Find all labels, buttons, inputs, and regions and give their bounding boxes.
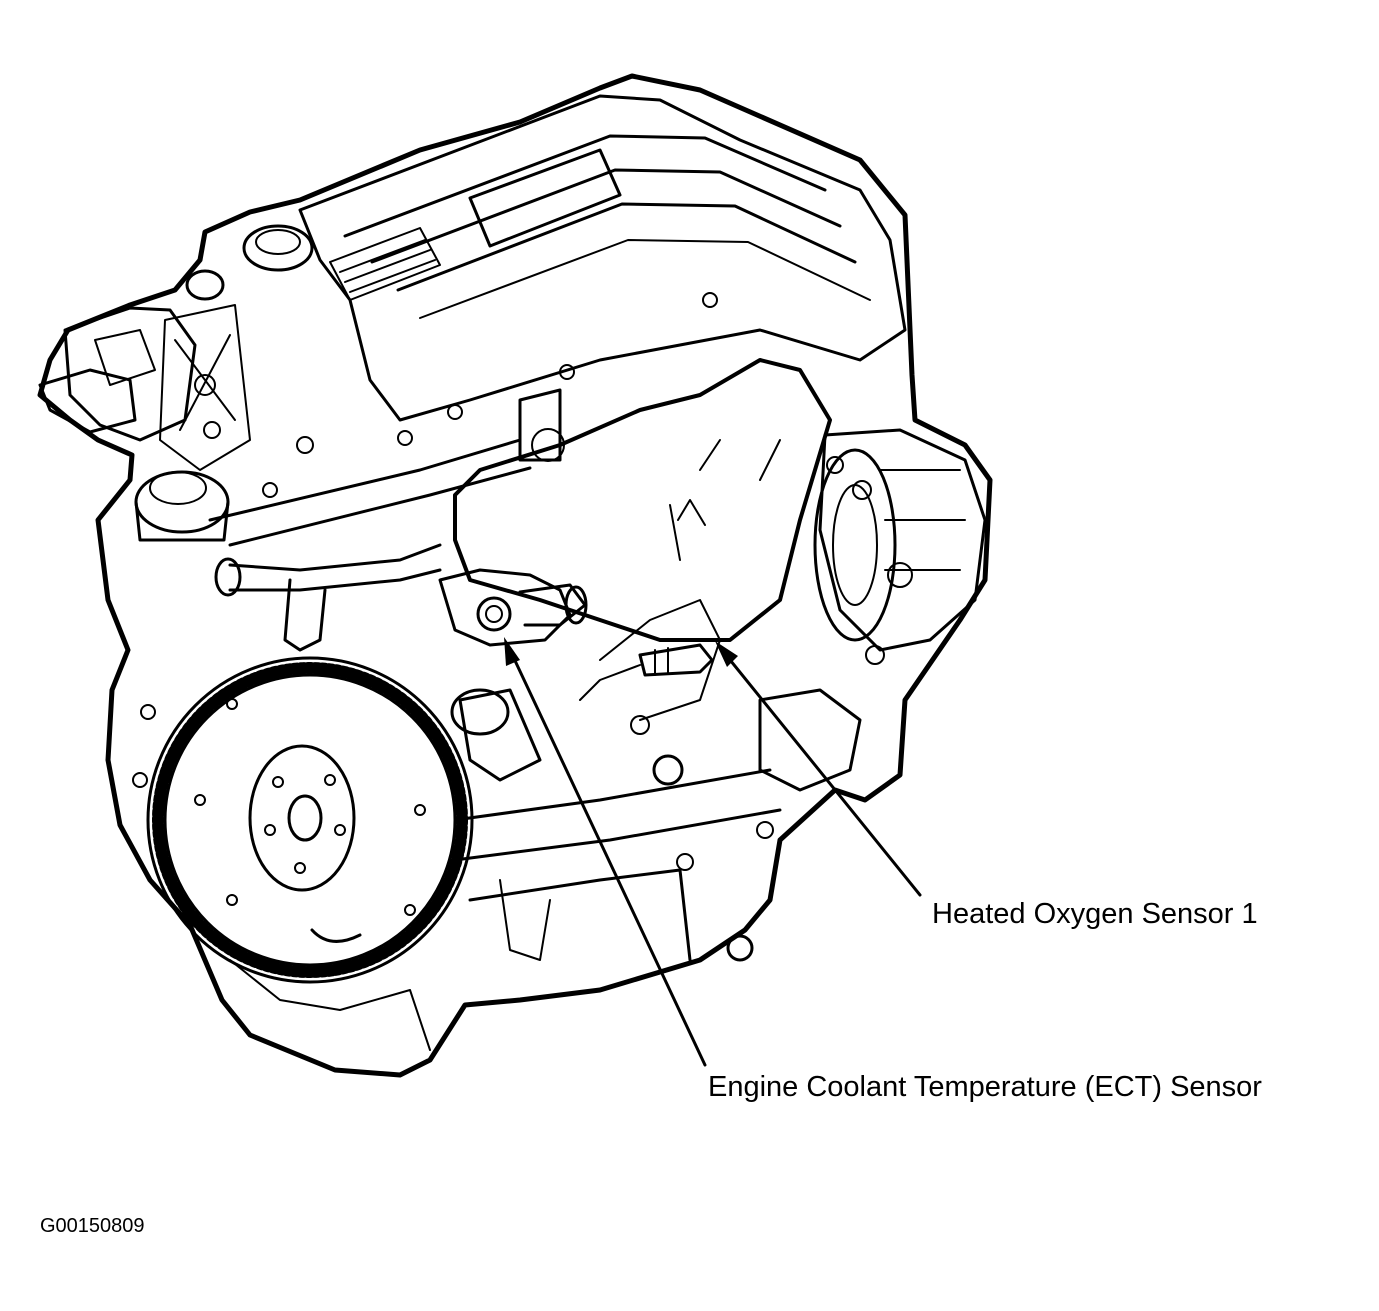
oil-filler-cap <box>185 224 314 301</box>
fasteners <box>132 292 718 788</box>
valve-cover <box>298 94 907 422</box>
oxygen-sensor <box>579 643 714 701</box>
coolant-cap <box>134 470 230 542</box>
ect-arrowhead <box>504 637 520 666</box>
callout-leaders <box>504 637 922 1067</box>
engine-block <box>229 599 862 1051</box>
engine-outline <box>37 73 993 1078</box>
left-bracket-assembly <box>38 304 251 471</box>
ho2s-leader-line <box>720 648 922 897</box>
exhaust-heat-shield <box>453 358 832 642</box>
ect-leader-line <box>508 648 707 1067</box>
ect-sensor-label: Engine Coolant Temperature (ECT) Sensor <box>708 1071 1262 1103</box>
figure-id: G00150809 <box>40 1215 145 1237</box>
right-pulley-assembly <box>813 428 987 665</box>
heated-oxygen-sensor-label: Heated Oxygen Sensor 1 <box>932 898 1258 930</box>
ho2s-arrowhead <box>715 641 738 667</box>
thermostat-housing <box>438 568 588 647</box>
flywheel <box>146 656 474 984</box>
intake-pipes <box>208 438 532 652</box>
